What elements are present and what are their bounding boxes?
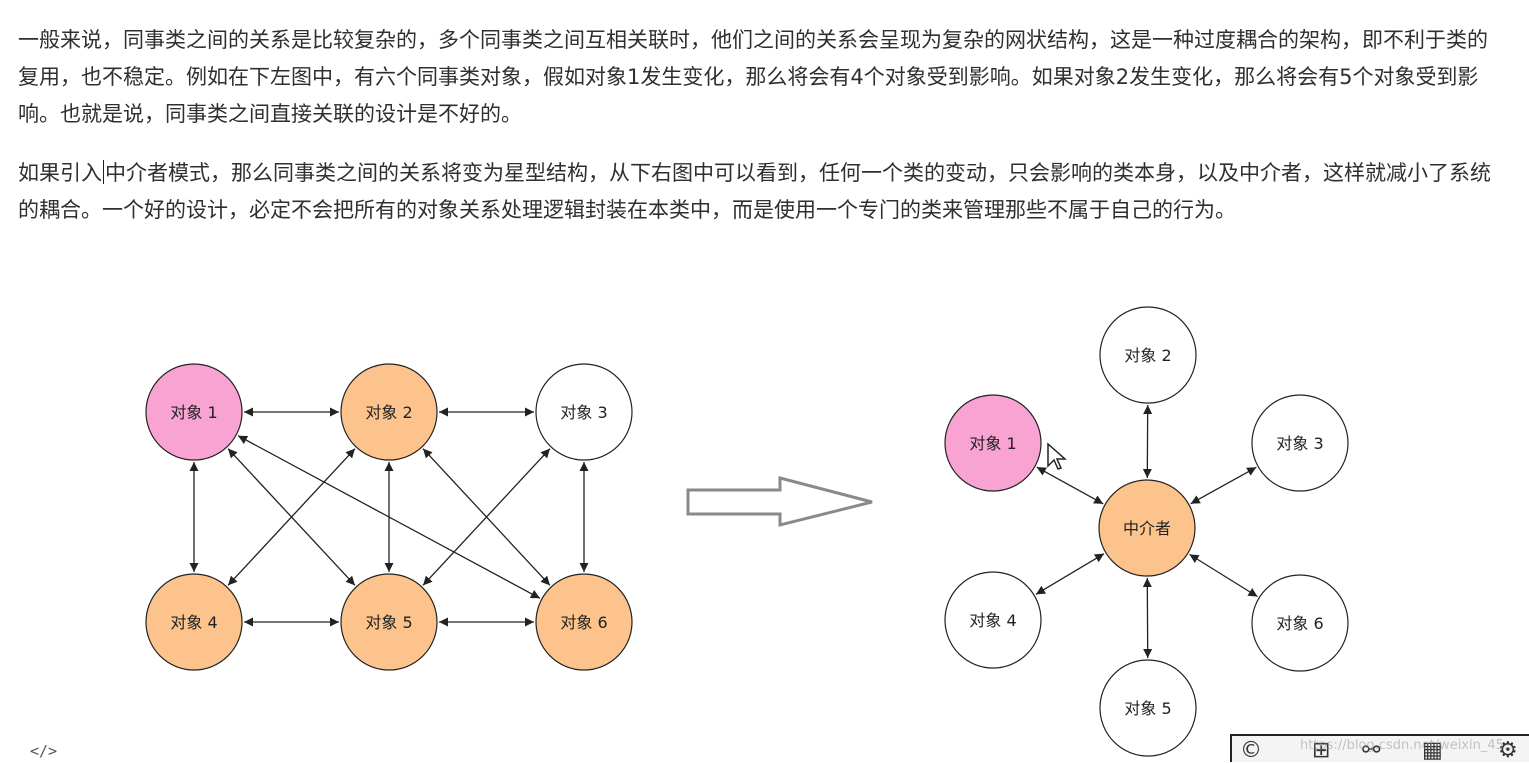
left-node-5-label: 对象 5	[365, 613, 412, 632]
right-edge-1	[1037, 467, 1103, 504]
copy-icon[interactable]: ©	[1240, 740, 1262, 762]
watermark: https://blog.csdn.net/weixin_45...	[1300, 738, 1516, 753]
left-node-2: 对象 2	[341, 364, 437, 460]
mouse-pointer-icon	[1046, 442, 1068, 472]
mediator-node-label: 中介者	[1123, 519, 1171, 538]
right-node-5-label: 对象 5	[1124, 699, 1171, 718]
left-node-3: 对象 3	[536, 364, 632, 460]
right-node-3-label: 对象 3	[1276, 434, 1323, 453]
right-edge-4	[1036, 554, 1104, 595]
right-node-4: 对象 4	[945, 572, 1041, 668]
right-node-1-label: 对象 1	[969, 434, 1016, 453]
right-edge-3	[1191, 467, 1257, 503]
hollow-right-arrow-icon	[688, 478, 872, 525]
right-node-2: 对象 2	[1100, 307, 1196, 403]
left-node-4-label: 对象 4	[170, 613, 217, 632]
right-edge-6	[1189, 554, 1257, 596]
right-node-2-label: 对象 2	[1124, 346, 1171, 365]
right-node-1: 对象 1	[945, 395, 1041, 491]
code-icon[interactable]: </>	[30, 742, 57, 760]
left-node-5: 对象 5	[341, 574, 437, 670]
left-node-1: 对象 1	[146, 364, 242, 460]
right-node-3: 对象 3	[1252, 395, 1348, 491]
right-node-4-label: 对象 4	[969, 611, 1016, 630]
right-node-6: 对象 6	[1252, 575, 1348, 671]
right-diagram-nodes: 中介者 对象 1 对象 2 对象 3 对象 4 对象 5 对象 6	[945, 307, 1348, 756]
left-node-3-label: 对象 3	[560, 403, 607, 422]
right-node-6-label: 对象 6	[1276, 614, 1323, 633]
left-node-6: 对象 6	[536, 574, 632, 670]
mediator-node: 中介者	[1099, 480, 1195, 576]
left-node-2-label: 对象 2	[365, 403, 412, 422]
left-node-1-label: 对象 1	[170, 403, 217, 422]
left-node-4: 对象 4	[146, 574, 242, 670]
left-node-6-label: 对象 6	[560, 613, 607, 632]
right-node-5: 对象 5	[1100, 660, 1196, 756]
